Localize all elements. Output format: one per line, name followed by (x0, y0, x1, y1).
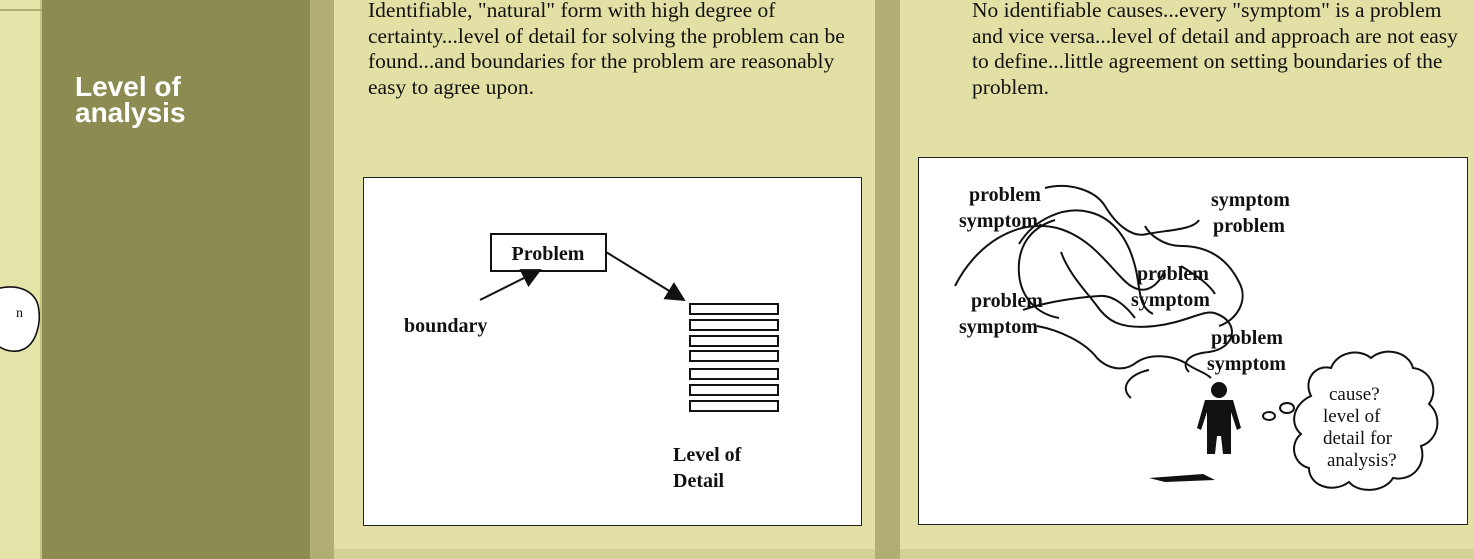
top-rule (0, 9, 42, 11)
left-edge-divider (40, 0, 42, 559)
boundary-label: boundary (404, 315, 487, 337)
ill-structured-description: No identifiable causes...every "symptom"… (972, 0, 1458, 99)
tangle-word: symptom (1207, 353, 1286, 375)
problem-label: Problem (512, 243, 585, 265)
left-edge-column (0, 0, 40, 559)
person-silhouette (1149, 382, 1241, 482)
well-structured-description: Identifiable, "natural" form with high d… (368, 0, 845, 99)
thought-cloud (1293, 350, 1439, 491)
level-label-line2: Detail (673, 470, 725, 492)
detail-bar (689, 400, 779, 412)
detail-bar (689, 319, 779, 331)
level-label-line1: Level of (673, 444, 742, 466)
detail-bar (689, 384, 779, 396)
thought-dot-small (1262, 411, 1276, 421)
thought-text: cause? level of detail for analysis? (1323, 384, 1397, 471)
thought-line: level of (1323, 406, 1381, 427)
cropped-bubble-fragment: n (0, 286, 40, 352)
ill-structured-diagram: problem symptom. symptom problem problem… (918, 157, 1468, 525)
tangle-word: symptom (959, 316, 1038, 338)
tangle-word: symptom (1131, 289, 1210, 311)
tangle-word: problem (1137, 263, 1209, 285)
tangle-word: problem (971, 290, 1043, 312)
bottom-border-right (900, 549, 1474, 559)
tangle-labels: problem symptom. symptom problem problem… (959, 184, 1290, 375)
detail-stack (689, 303, 779, 412)
detail-bar (689, 350, 779, 362)
row-title: Level of analysis (75, 71, 186, 128)
thought-dot-medium (1279, 402, 1295, 414)
detail-bar (689, 303, 779, 315)
tangle-word: symptom. (959, 210, 1043, 232)
fragment-letter: n (16, 306, 23, 321)
row-title-column (42, 0, 310, 559)
column-divider-1 (310, 0, 334, 559)
tangle-word: symptom (1211, 189, 1290, 211)
thought-line: detail for (1323, 428, 1393, 449)
thought-line: cause? (1329, 384, 1380, 405)
well-structured-diagram: Problem boundary Level of Detail (363, 177, 862, 526)
boundary-arrow (479, 269, 542, 301)
tangled-lines (954, 185, 1244, 399)
detail-arrow (605, 251, 686, 302)
column-divider-2 (875, 0, 900, 559)
detail-bar (689, 335, 779, 347)
tangle-word: problem (1211, 327, 1283, 349)
tangle-word: problem (969, 184, 1041, 206)
thought-line: analysis? (1327, 450, 1397, 471)
bottom-border-mid (334, 549, 875, 559)
detail-bar (689, 368, 779, 380)
tangle-word: problem (1213, 215, 1285, 237)
problem-box: Problem (490, 233, 607, 272)
